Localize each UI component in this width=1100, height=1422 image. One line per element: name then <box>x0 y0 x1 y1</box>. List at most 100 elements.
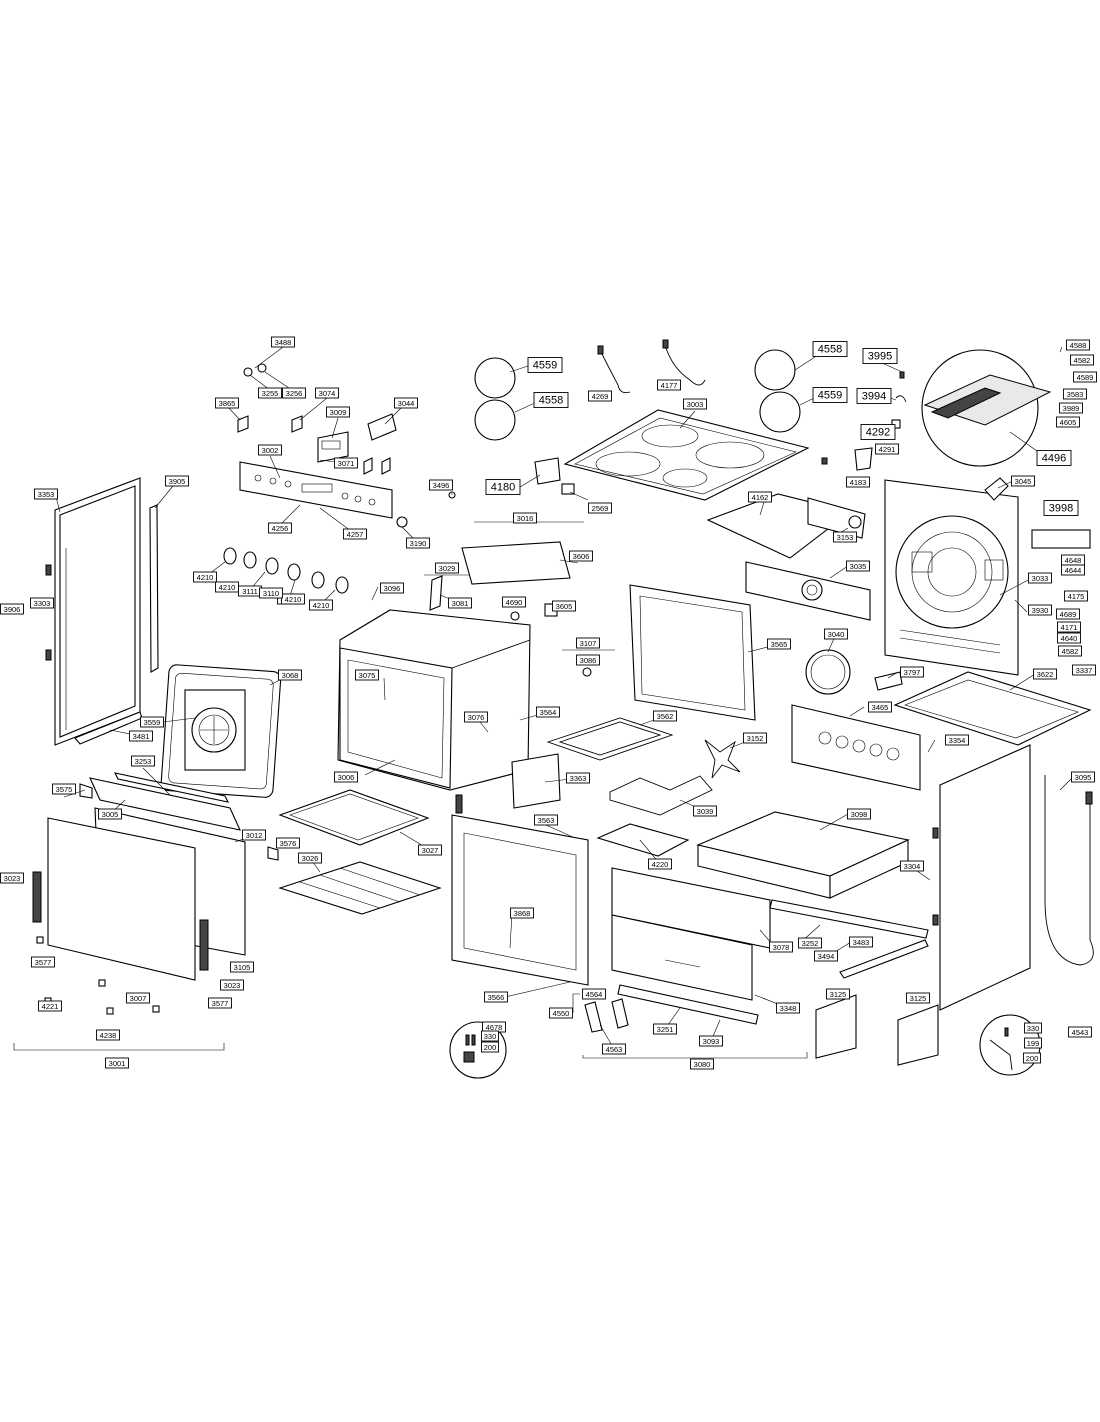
part-label: 4162 <box>748 491 772 503</box>
part-label: 4183 <box>846 476 870 488</box>
part-number-text: 3029 <box>439 564 456 573</box>
control-panel <box>239 461 393 519</box>
circular-heating-element <box>805 649 851 695</box>
part-number-text: 3797 <box>904 668 921 677</box>
part-number-text: 4582 <box>1062 647 1079 656</box>
part-number-text: 4588 <box>1070 341 1087 350</box>
part-number-text: 3494 <box>818 952 835 961</box>
part-number-text: 3096 <box>384 584 401 593</box>
part-label: 4269 <box>588 390 612 402</box>
part-label: 4690 <box>502 596 526 608</box>
part-label: 4564 <box>582 988 606 1000</box>
part-label: 3016 <box>513 512 537 524</box>
part-label: 3039 <box>693 805 717 817</box>
part-number-text: 4221 <box>42 1002 59 1011</box>
part-label: 3125 <box>826 988 850 1000</box>
part-label: 3040 <box>824 628 848 640</box>
part-number-text: 3086 <box>580 656 597 665</box>
part-label: 199 <box>1024 1037 1042 1049</box>
timer-module <box>317 431 349 463</box>
part-number-text: 200 <box>484 1043 497 1052</box>
vent-flap <box>874 671 903 691</box>
part-number-text: 3045 <box>1015 477 1032 486</box>
part-label: 4582 <box>1058 645 1082 657</box>
part-number-text: 4210 <box>285 595 302 604</box>
part-label: 3107 <box>576 637 600 649</box>
part-label: 3865 <box>215 397 239 409</box>
part-number-text: 4162 <box>752 493 769 502</box>
drawer-rail-front <box>617 984 759 1025</box>
part-number-text: 3496 <box>433 481 450 490</box>
part-number-text: 4563 <box>606 1045 623 1054</box>
part-number-text: 3012 <box>246 831 263 840</box>
part-label: 4559 <box>812 387 848 403</box>
part-label: 330 <box>481 1030 499 1042</box>
part-label: 3105 <box>230 961 254 973</box>
part-label: 3905 <box>165 475 189 487</box>
part-number-text: 3003 <box>687 400 704 409</box>
part-label: 3009 <box>326 406 350 418</box>
part-label: 4175 <box>1064 590 1088 602</box>
part-label: 3488 <box>271 336 295 348</box>
part-label: 200 <box>1023 1052 1041 1064</box>
side-rail <box>149 504 159 673</box>
part-label: 3255 <box>258 387 282 399</box>
part-number-text: 4238 <box>100 1031 117 1040</box>
part-number-text: 3153 <box>837 533 854 542</box>
part-label: 4292 <box>860 424 896 440</box>
part-number-text: 4210 <box>197 573 214 582</box>
part-number-text: 3865 <box>219 399 236 408</box>
part-label: 3605 <box>552 600 576 612</box>
oven-back-fan-panel <box>160 664 282 798</box>
part-number-text: 3190 <box>410 539 427 548</box>
part-label: 3081 <box>448 597 472 609</box>
part-label: 3095 <box>1071 771 1095 783</box>
part-number-text: 3868 <box>514 909 531 918</box>
knobs <box>223 547 349 594</box>
part-number-text: 3577 <box>35 958 52 967</box>
part-label: 3125 <box>906 992 930 1004</box>
part-label: 3575 <box>52 783 76 795</box>
part-number-text: 3110 <box>263 589 279 598</box>
part-label: 3080 <box>690 1058 714 1070</box>
fan-motor-housing <box>807 497 866 539</box>
part-number-text: 4558 <box>818 344 842 356</box>
part-number-text: 3559 <box>144 718 161 727</box>
part-label: 3622 <box>1033 668 1057 680</box>
shelf-supports <box>815 994 939 1066</box>
grill-element <box>546 717 674 761</box>
part-number-text: 4564 <box>586 990 603 999</box>
storage-drawer <box>696 811 910 899</box>
part-label: 3252 <box>798 937 822 949</box>
part-number-text: 3078 <box>773 943 790 952</box>
part-number-text: 199 <box>1027 1039 1040 1048</box>
ceramic-cooktop <box>563 409 810 501</box>
drawer-tray-small <box>596 823 690 857</box>
part-number-text: 3998 <box>1049 503 1073 515</box>
part-label: 4588 <box>1066 339 1090 351</box>
part-label: 3576 <box>276 837 300 849</box>
part-number-text: 4582 <box>1074 356 1091 365</box>
part-label: 3559 <box>140 716 164 728</box>
part-label: 3989 <box>1059 402 1083 414</box>
part-label: 3023 <box>0 872 24 884</box>
rear-panel-clip <box>984 477 1009 501</box>
part-label: 3577 <box>208 997 232 1009</box>
part-label: 3337 <box>1072 664 1096 676</box>
baking-tray <box>278 789 430 846</box>
telescopic-rails <box>769 899 929 979</box>
part-label: 4257 <box>343 528 367 540</box>
part-number-text: 3080 <box>694 1060 711 1069</box>
part-label: 3348 <box>776 1002 800 1014</box>
left-side-panel <box>45 477 143 746</box>
part-label: 4220 <box>648 858 672 870</box>
part-label: 4689 <box>1056 608 1080 620</box>
part-label: 3029 <box>435 562 459 574</box>
part-number-text: 3007 <box>130 994 147 1003</box>
part-label: 3152 <box>743 732 767 744</box>
part-label: 4496 <box>1036 450 1072 466</box>
part-number-text: 3039 <box>697 807 714 816</box>
drawer-back-panel <box>611 914 753 1001</box>
part-label: 2569 <box>588 502 612 514</box>
part-label: 3068 <box>278 669 302 681</box>
